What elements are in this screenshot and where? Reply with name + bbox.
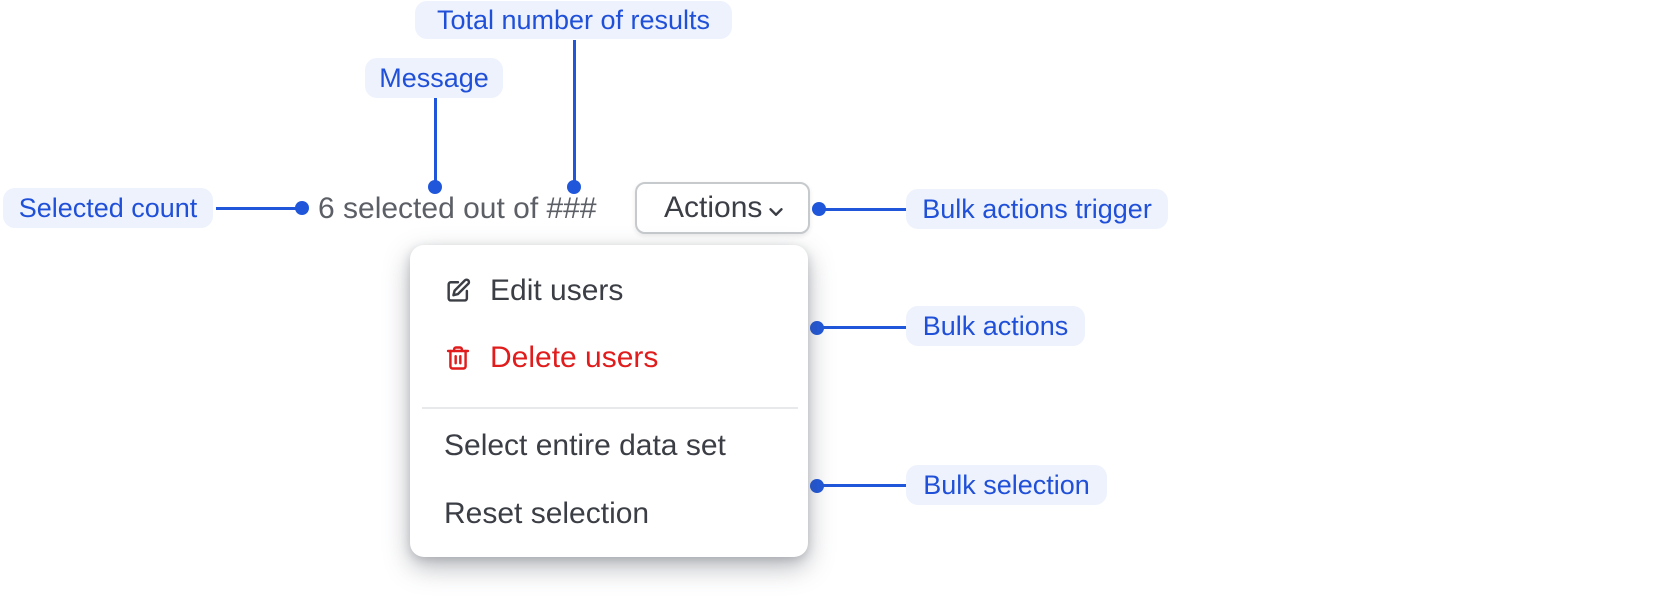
- callout-message: Message: [365, 58, 503, 98]
- connector-dot-bulk-selection: [810, 479, 824, 493]
- menu-item-reset-selection[interactable]: Reset selection: [410, 490, 808, 538]
- menu-item-edit-users[interactable]: Edit users: [410, 267, 808, 315]
- callout-total-number-of-results: Total number of results: [415, 1, 732, 39]
- trash-icon: [444, 344, 472, 372]
- chevron-down-icon: [765, 197, 787, 219]
- connector-dot-bulk-actions-trigger: [812, 202, 826, 216]
- menu-item-label: Delete users: [490, 341, 659, 374]
- menu-item-label: Select entire data set: [444, 429, 726, 462]
- menu-item-delete-users[interactable]: Delete users: [410, 334, 808, 382]
- bulk-actions-menu: Edit users Delete users Select entire da…: [410, 245, 808, 557]
- connector-dot-selected-count: [295, 201, 309, 215]
- callout-bulk-selection: Bulk selection: [906, 465, 1107, 505]
- connector-line-bulk-actions-trigger: [824, 208, 906, 211]
- connector-dot-bulk-actions: [810, 321, 824, 335]
- connector-line-bulk-actions: [822, 326, 906, 329]
- callout-bulk-actions: Bulk actions: [906, 306, 1085, 346]
- bulk-actions-trigger-button[interactable]: Actions: [635, 182, 810, 234]
- bulk-actions-trigger-label: Actions: [664, 191, 763, 224]
- menu-divider: [422, 407, 798, 409]
- menu-item-select-entire-data-set[interactable]: Select entire data set: [410, 422, 808, 470]
- edit-icon: [444, 277, 472, 305]
- connector-line-total-results: [573, 40, 576, 182]
- menu-item-label: Reset selection: [444, 497, 650, 530]
- connector-line-bulk-selection: [822, 484, 906, 487]
- callout-bulk-actions-trigger: Bulk actions trigger: [906, 189, 1168, 229]
- callout-selected-count: Selected count: [3, 188, 213, 228]
- selection-message: 6 selected out of ###: [318, 192, 597, 225]
- connector-line-selected-count: [216, 207, 298, 210]
- connector-line-message: [434, 98, 437, 182]
- connector-dot-total-results: [567, 180, 581, 194]
- menu-item-label: Edit users: [490, 274, 624, 307]
- connector-dot-message: [428, 180, 442, 194]
